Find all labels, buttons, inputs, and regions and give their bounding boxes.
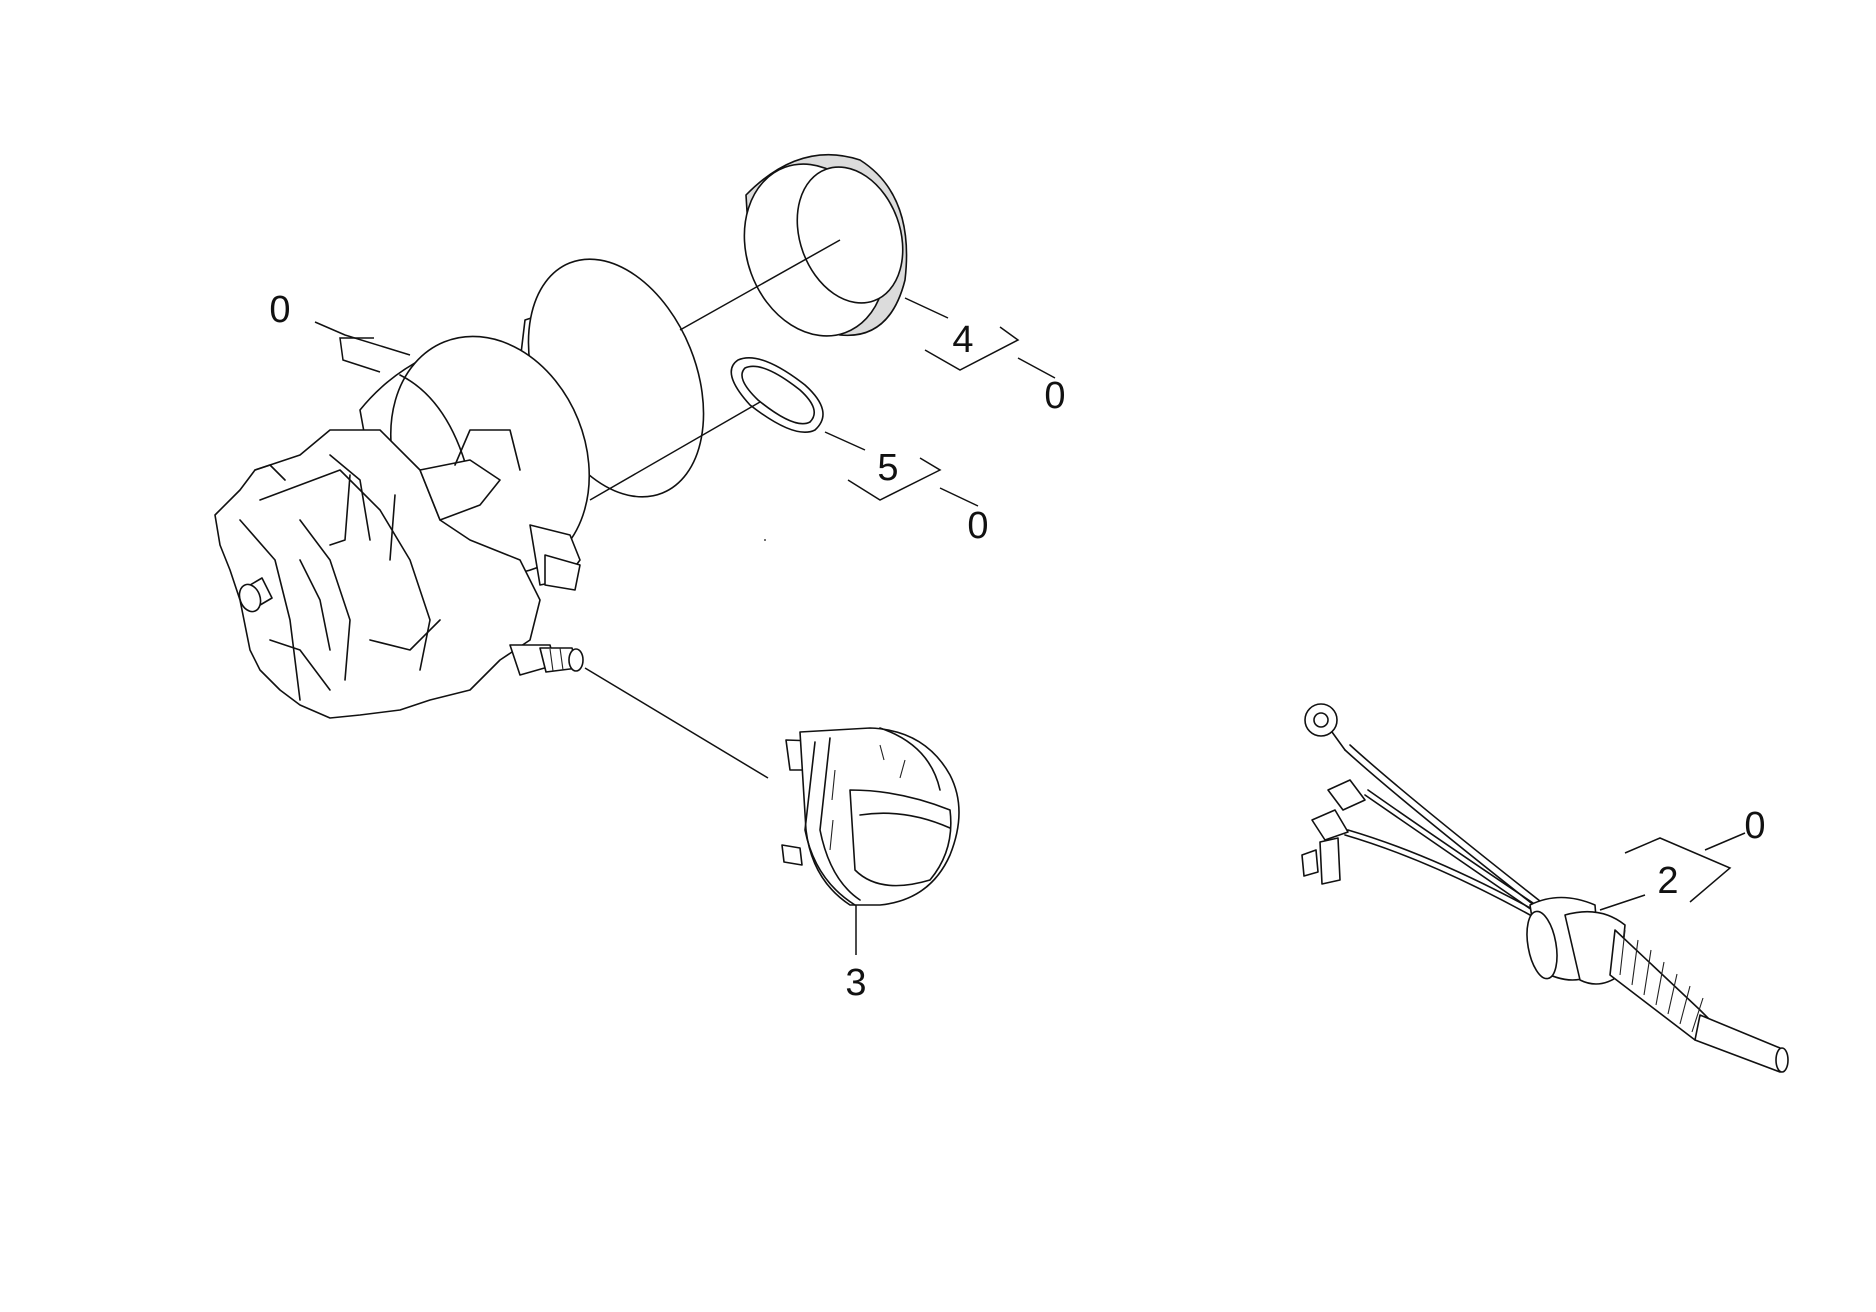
callout-2: 2 0 (1599, 805, 1766, 911)
callout-label-5: 5 (877, 447, 898, 489)
callout-3: 3 (845, 905, 867, 1004)
pump-assembly: 0 (214, 258, 705, 719)
sleeve-part: 4 0 (679, 153, 1066, 417)
seal-part: 5 0 (589, 356, 989, 547)
callout-label-2: 2 (1657, 860, 1678, 902)
callout-label-4: 4 (952, 319, 973, 361)
callout-label-0-sleeve: 0 (1044, 375, 1065, 417)
callout-label-0-pump: 0 (269, 289, 290, 331)
stray-dot (764, 539, 766, 541)
cable-part: 2 0 (1301, 703, 1789, 1073)
callout-label-3: 3 (845, 962, 866, 1004)
callout-5: 5 0 (824, 431, 989, 547)
callout-4: 4 0 (904, 297, 1066, 417)
callout-label-0-seal: 0 (967, 505, 988, 547)
callout-0-pump: 0 (269, 289, 411, 373)
callout-label-0-cable: 0 (1744, 805, 1765, 847)
pump-head (214, 429, 584, 719)
pressure-switch-part: 3 (584, 667, 960, 1004)
